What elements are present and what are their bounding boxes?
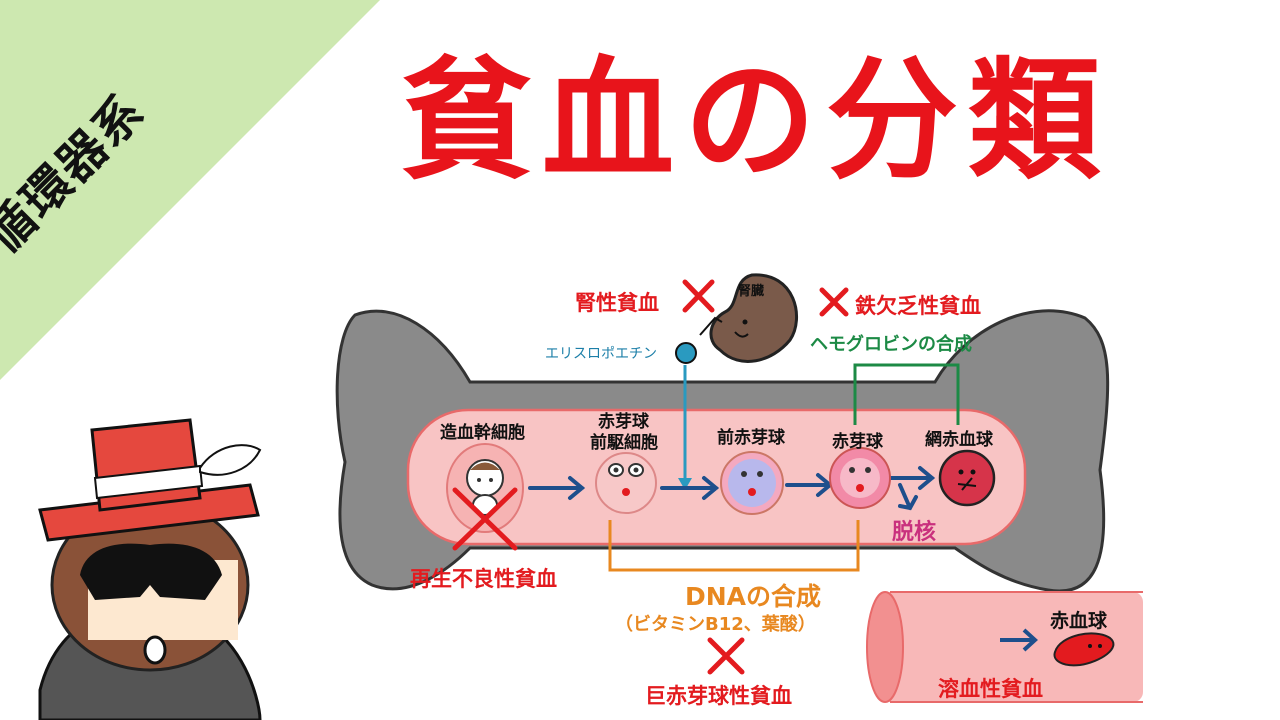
label-proerythroblast: 前赤芽球 [717, 428, 785, 448]
label-kidney: 腎臓 [738, 284, 765, 299]
label-enucleation: 脱核 [892, 520, 937, 545]
label-hemolytic-anemia: 溶血性貧血 [938, 677, 1043, 701]
label-aplastic-anemia: 再生不良性貧血 [410, 567, 557, 591]
dna-bracket [608, 520, 860, 572]
progenitor-cell-icon [595, 452, 657, 514]
proerythroblast-icon [720, 451, 784, 515]
label-rbc: 赤血球 [1050, 610, 1108, 632]
label-progenitor-1: 赤芽球 [598, 412, 649, 432]
character-icon [38, 418, 262, 720]
label-dna-synthesis: DNAの合成 [685, 582, 822, 611]
erythropoietin-icon [675, 316, 723, 364]
label-erythropoietin: エリスロポエチン [545, 346, 657, 362]
label-iron-anemia: 鉄欠乏性貧血 [855, 294, 981, 318]
bone-marrow [406, 408, 1027, 546]
label-megaloblastic-anemia: 巨赤芽球性貧血 [645, 684, 792, 708]
blood-vessel-icon [866, 591, 1143, 703]
label-stem-cell: 造血幹細胞 [440, 423, 525, 443]
red-blood-cell-icon [1053, 632, 1115, 667]
label-erythroblast: 赤芽球 [832, 432, 883, 452]
erythroblast-icon [829, 447, 891, 509]
label-hemoglobin-synthesis: ヘモグロビンの合成 [810, 334, 972, 355]
flow-arrows [528, 466, 936, 511]
label-progenitor-2: 前駆細胞 [590, 433, 658, 453]
label-reticulocyte: 網赤血球 [925, 430, 993, 450]
label-vitamin: （ビタミンB12、葉酸） [615, 614, 816, 635]
label-renal-anemia: 腎性貧血 [575, 291, 659, 315]
reticulocyte-icon [938, 449, 996, 507]
hemoglobin-bracket [853, 363, 960, 425]
corner-banner [0, 0, 380, 380]
page-title: 貧血の分類 [400, 44, 1110, 198]
kidney-icon [709, 273, 799, 363]
epo-arrowhead [678, 478, 692, 490]
stem-cell-icon [446, 443, 524, 533]
